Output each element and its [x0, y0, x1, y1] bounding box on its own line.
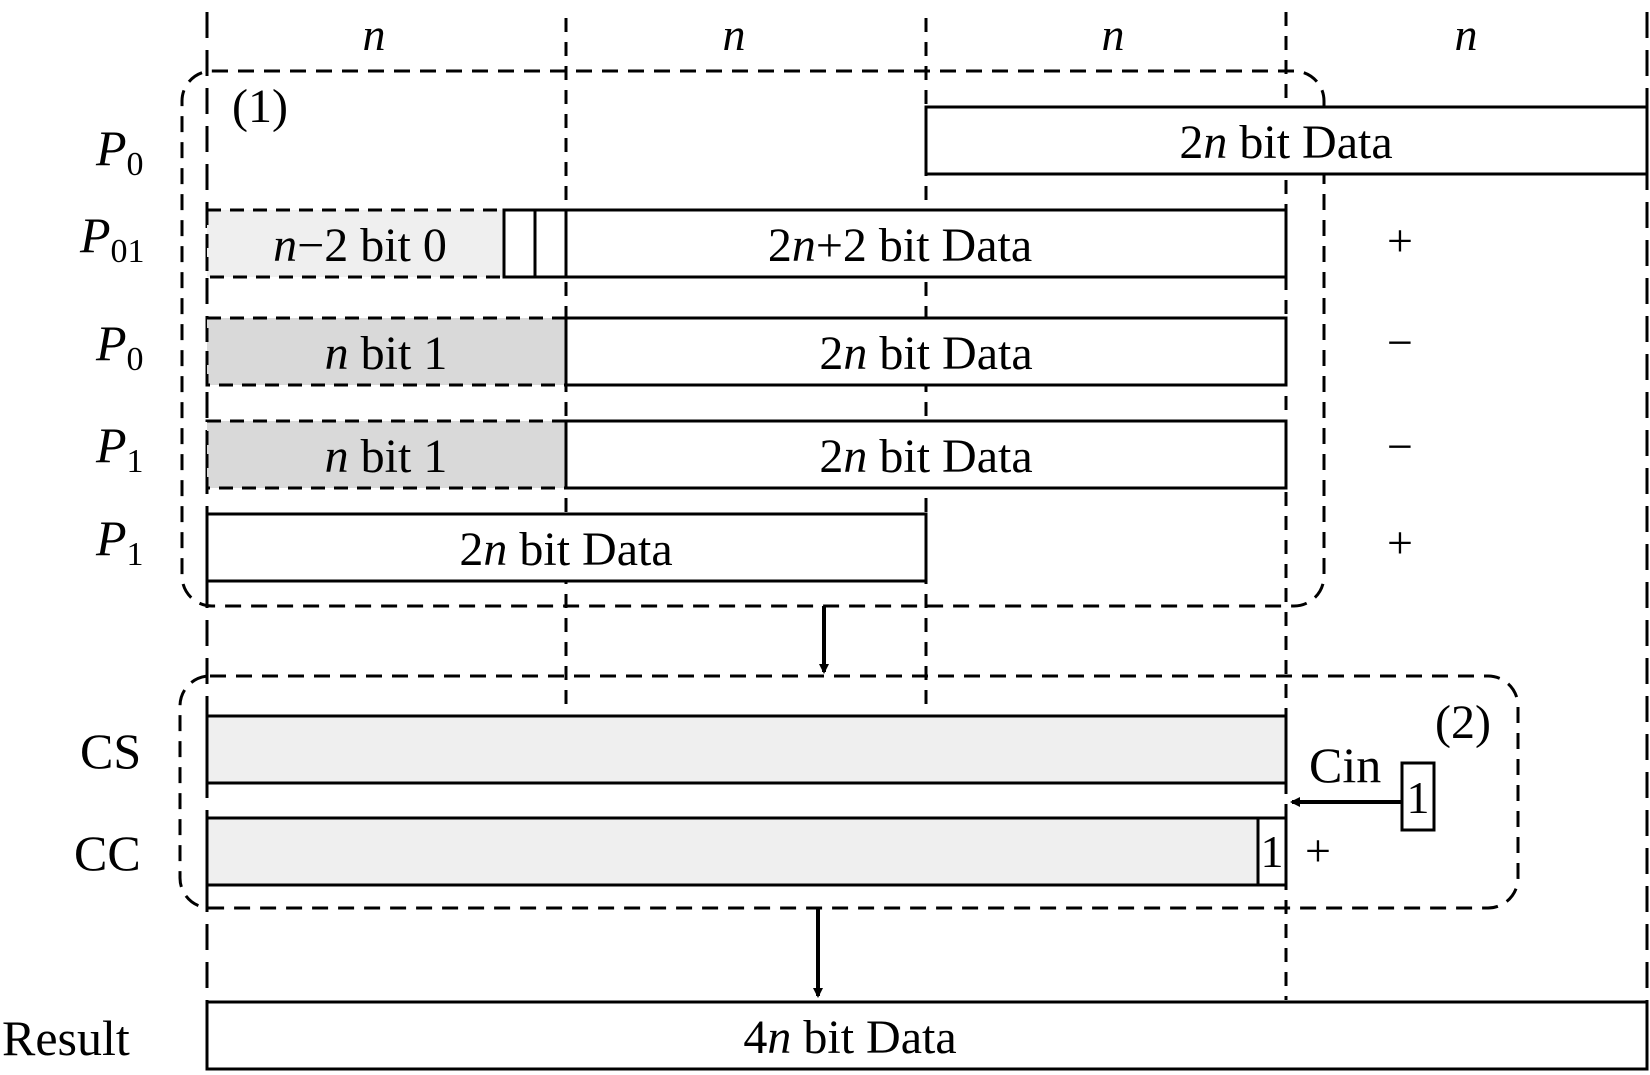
row-1-subscript: 0 — [127, 146, 144, 183]
column-label-1: n — [363, 9, 386, 60]
row-2-operator: + — [1387, 215, 1413, 266]
result-data-label: 4n bit Data — [743, 1011, 956, 1064]
group-1-box — [180, 69, 1326, 608]
row-4-label: P1 — [95, 417, 144, 480]
row-2-extra-bit-1 — [502, 208, 537, 279]
group-2-label: (2) — [1435, 696, 1491, 749]
row-4-data-box — [564, 419, 1288, 490]
row-2-extra-bit-2 — [533, 208, 568, 279]
group-2-box — [178, 674, 1520, 910]
row-2-data-label: 2n+2 bit Data — [768, 219, 1032, 272]
cc-operator: + — [1305, 825, 1331, 876]
result-label: Result — [2, 1010, 130, 1066]
row-2-data-box — [564, 208, 1288, 279]
row-1-data-label: 2n bit Data — [1179, 116, 1392, 169]
cin-bit-label: 1 — [1407, 772, 1430, 823]
row-2-label: P01 — [79, 207, 145, 270]
row-3-data-label: 2n bit Data — [819, 327, 1032, 380]
row-5-operator: + — [1387, 517, 1413, 568]
row-4-subscript: 1 — [127, 443, 144, 480]
result-box — [205, 1000, 1649, 1071]
row-3-label: P0 — [95, 315, 144, 378]
row-5-subscript: 1 — [127, 536, 144, 573]
row-2-zero-fill-label: n−2 bit 0 — [273, 219, 447, 272]
column-label-4: n — [1455, 9, 1478, 60]
row-3-ones-fill-label: n bit 1 — [325, 327, 448, 380]
row-5-data-label: 2n bit Data — [459, 523, 672, 576]
column-label-2: n — [723, 9, 746, 60]
row-2-zero-fill-box — [205, 208, 506, 279]
row-1-label: P0 — [95, 120, 144, 183]
group-1-label: (1) — [232, 80, 288, 133]
row-4-data-label: 2n bit Data — [819, 430, 1032, 483]
row-3-subscript: 0 — [127, 341, 144, 378]
cc-carry-bit-label: 1 — [1261, 826, 1284, 877]
cc-box — [205, 816, 1260, 887]
cc-carry-bit-box — [1256, 816, 1288, 887]
cs-box — [205, 714, 1288, 785]
cs-label: CS — [80, 723, 141, 779]
row-4-operator: − — [1387, 421, 1413, 472]
column-label-3: n — [1102, 9, 1125, 60]
row-4-ones-fill-label: n bit 1 — [325, 430, 448, 483]
cin-label: Cin — [1309, 737, 1381, 793]
row-5-label: P1 — [95, 510, 144, 573]
row-1-data-box — [924, 105, 1649, 176]
row-5-data-box — [205, 512, 928, 583]
row-3-operator: − — [1387, 317, 1413, 368]
row-2-subscript: 01 — [111, 233, 145, 270]
cc-label: CC — [74, 825, 141, 881]
row-3-data-box — [564, 316, 1288, 387]
row-4-ones-fill-box — [205, 419, 568, 490]
cin-bit-box — [1400, 761, 1436, 832]
